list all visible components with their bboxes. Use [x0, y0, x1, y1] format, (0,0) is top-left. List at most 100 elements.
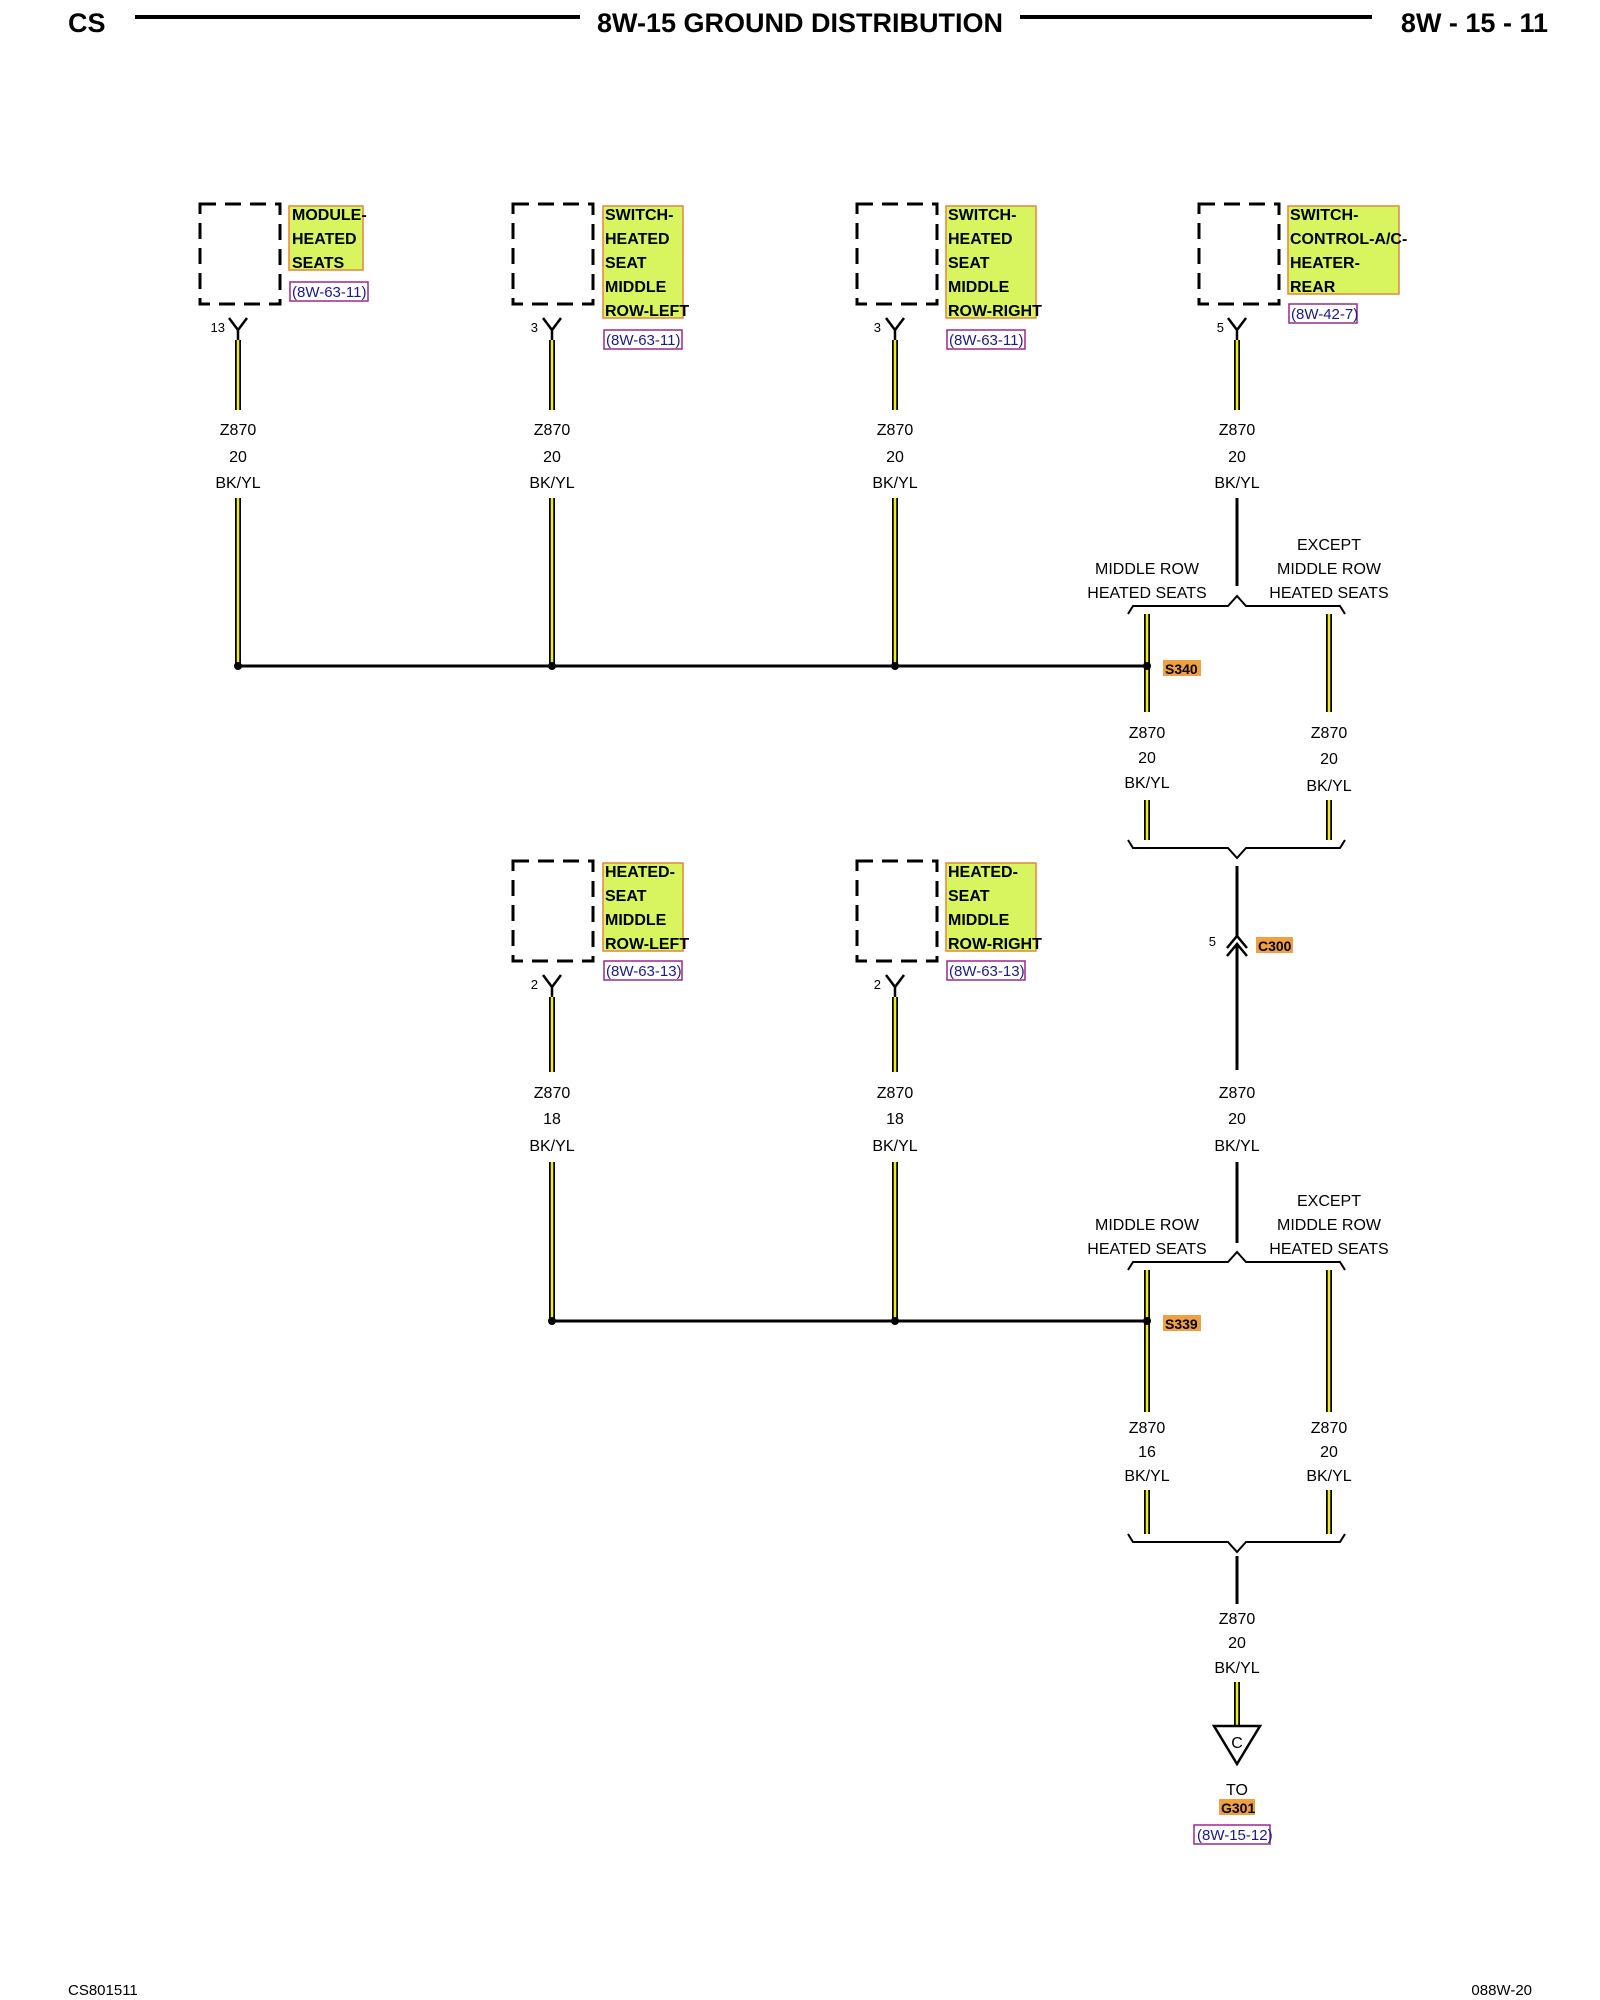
- splice-s339: S339: [1163, 1315, 1201, 1332]
- component-switch-heated-seat-middle-row-right: SWITCH- HEATED SEAT MIDDLE ROW-RIGHT (8W…: [855, 202, 1042, 350]
- ground-g301: C TO G301 (8W-15-12): [1193, 1724, 1273, 1845]
- page-title: 8W-15 GROUND DISTRIBUTION: [597, 8, 1003, 38]
- option-note: HEATED SEATS: [1269, 585, 1388, 602]
- wire-label: BK/YL: [1214, 1138, 1259, 1155]
- splice-dot: [1143, 1317, 1151, 1325]
- wire-label: BK/YL: [529, 1138, 574, 1155]
- lower-terminals: [542, 974, 905, 997]
- switch-right-label-1: SWITCH-: [948, 207, 1016, 224]
- page-number: 8W - 15 - 11: [1400, 8, 1548, 38]
- c300-pin: 5: [1209, 934, 1216, 949]
- wire-label: BK/YL: [872, 1138, 917, 1155]
- option-note: HEATED SEATS: [1087, 585, 1206, 602]
- option-note: EXCEPT: [1297, 1193, 1361, 1210]
- seat-right-label-1: HEATED-: [948, 864, 1018, 881]
- option-note: HEATED SEATS: [1269, 1241, 1388, 1258]
- wire-label: 20: [1228, 1635, 1246, 1652]
- component-switch-heated-seat-middle-row-left: SWITCH- HEATED SEAT MIDDLE ROW-LEFT (8W-…: [511, 202, 689, 350]
- upper-wire-labels: Z870 20 BK/YL Z870 20 BK/YL Z870 20 BK/Y…: [215, 422, 1351, 795]
- s340-label: S340: [1165, 661, 1198, 677]
- wire-label: Z870: [877, 1085, 914, 1102]
- wire-label: BK/YL: [1214, 475, 1259, 492]
- switch-right-label-5: ROW-RIGHT: [948, 303, 1042, 320]
- wire-label: BK/YL: [529, 475, 574, 492]
- upper-wires: [234, 340, 1346, 1070]
- component-heated-seat-middle-row-right: HEATED- SEAT MIDDLE ROW-RIGHT (8W-63-13)…: [855, 859, 1042, 992]
- module-heated-seats-label-2: HEATED: [292, 231, 357, 248]
- c300-label: C300: [1258, 938, 1292, 954]
- module-heated-seats-label-1: MODULE-: [292, 207, 367, 224]
- header-left: CS: [68, 8, 106, 38]
- wire-label: BK/YL: [215, 475, 260, 492]
- splice-dot: [891, 662, 899, 670]
- ground-to: TO: [1226, 1782, 1248, 1799]
- seat-left-label-1: HEATED-: [605, 864, 675, 881]
- splice-dot: [234, 662, 242, 670]
- wire-label: Z870: [1129, 1420, 1166, 1437]
- seat-right-label-4: ROW-RIGHT: [948, 936, 1042, 953]
- seat-left-label-3: MIDDLE: [605, 912, 667, 929]
- wire-label: 20: [1138, 750, 1156, 767]
- wire-label: 16: [1138, 1444, 1156, 1461]
- seat-left-pin: 2: [531, 977, 538, 992]
- ground-symbol-letter: C: [1231, 1735, 1243, 1752]
- ground-triangle-icon: [1211, 1724, 1263, 1767]
- wire-label: Z870: [1311, 1420, 1348, 1437]
- switch-ac-label-1: SWITCH-: [1290, 207, 1358, 224]
- wire-label: Z870: [1219, 1085, 1256, 1102]
- splice-s340: S340: [1163, 660, 1201, 677]
- wire-label: 18: [886, 1111, 904, 1128]
- switch-left-label-5: ROW-LEFT: [605, 303, 689, 320]
- s339-label: S339: [1165, 1316, 1198, 1332]
- switch-left-label-2: HEATED: [605, 231, 670, 248]
- footer-left: CS801511: [68, 1982, 138, 1999]
- switch-right-pin: 3: [874, 320, 881, 335]
- seat-left-label-4: ROW-LEFT: [605, 936, 689, 953]
- wire-label: 20: [1228, 1111, 1246, 1128]
- wire-label: Z870: [534, 422, 571, 439]
- wire-label: Z870: [534, 1085, 571, 1102]
- upper-option-notes: MIDDLE ROW HEATED SEATS EXCEPT MIDDLE RO…: [1087, 537, 1388, 602]
- seat-left-ref: (8W-63-13): [606, 963, 682, 980]
- splice-dot: [1143, 662, 1151, 670]
- lower-wire-labels: Z870 18 BK/YL Z870 18 BK/YL Z870 20 BK/Y…: [529, 1085, 1351, 1677]
- wire-label: Z870: [877, 422, 914, 439]
- module-heated-seats-pin: 13: [211, 320, 225, 335]
- switch-left-label-1: SWITCH-: [605, 207, 673, 224]
- footer-right: 088W-20: [1471, 1982, 1532, 1999]
- lower-option-notes: MIDDLE ROW HEATED SEATS EXCEPT MIDDLE RO…: [1087, 1193, 1388, 1258]
- ground-name: G301: [1221, 1800, 1255, 1816]
- seat-right-label-3: MIDDLE: [948, 912, 1010, 929]
- wire-label: 20: [1320, 751, 1338, 768]
- switch-right-ref: (8W-63-11): [949, 332, 1023, 349]
- switch-right-label-4: MIDDLE: [948, 279, 1010, 296]
- wire-label: BK/YL: [1306, 1468, 1351, 1485]
- wire-label: BK/YL: [1124, 1468, 1169, 1485]
- switch-ac-pin: 5: [1217, 320, 1224, 335]
- wire-label: Z870: [1219, 1611, 1256, 1628]
- wire-label: Z870: [1219, 422, 1256, 439]
- wire-label: BK/YL: [1214, 1660, 1259, 1677]
- component-module-heated-seats: MODULE- HEATED SEATS (8W-63-11) 13: [198, 202, 369, 335]
- wire-label: 20: [1228, 449, 1246, 466]
- module-heated-seats-ref: (8W-63-11): [292, 284, 366, 301]
- option-note: MIDDLE ROW: [1277, 561, 1382, 578]
- wire-label: BK/YL: [872, 475, 917, 492]
- switch-left-label-3: SEAT: [605, 255, 647, 272]
- splice-dot: [891, 1317, 899, 1325]
- wire-label: 20: [1320, 1444, 1338, 1461]
- wire-label: 20: [229, 449, 247, 466]
- option-note: HEATED SEATS: [1087, 1241, 1206, 1258]
- wire-label: BK/YL: [1306, 778, 1351, 795]
- switch-left-ref: (8W-63-11): [606, 332, 680, 349]
- wire-label: Z870: [1129, 725, 1166, 742]
- switch-right-label-2: HEATED: [948, 231, 1013, 248]
- wire-label: BK/YL: [1124, 775, 1169, 792]
- seat-right-ref: (8W-63-13): [949, 963, 1025, 980]
- option-note: MIDDLE ROW: [1095, 561, 1200, 578]
- option-note: MIDDLE ROW: [1095, 1217, 1200, 1234]
- switch-right-label-3: SEAT: [948, 255, 990, 272]
- seat-left-label-2: SEAT: [605, 888, 647, 905]
